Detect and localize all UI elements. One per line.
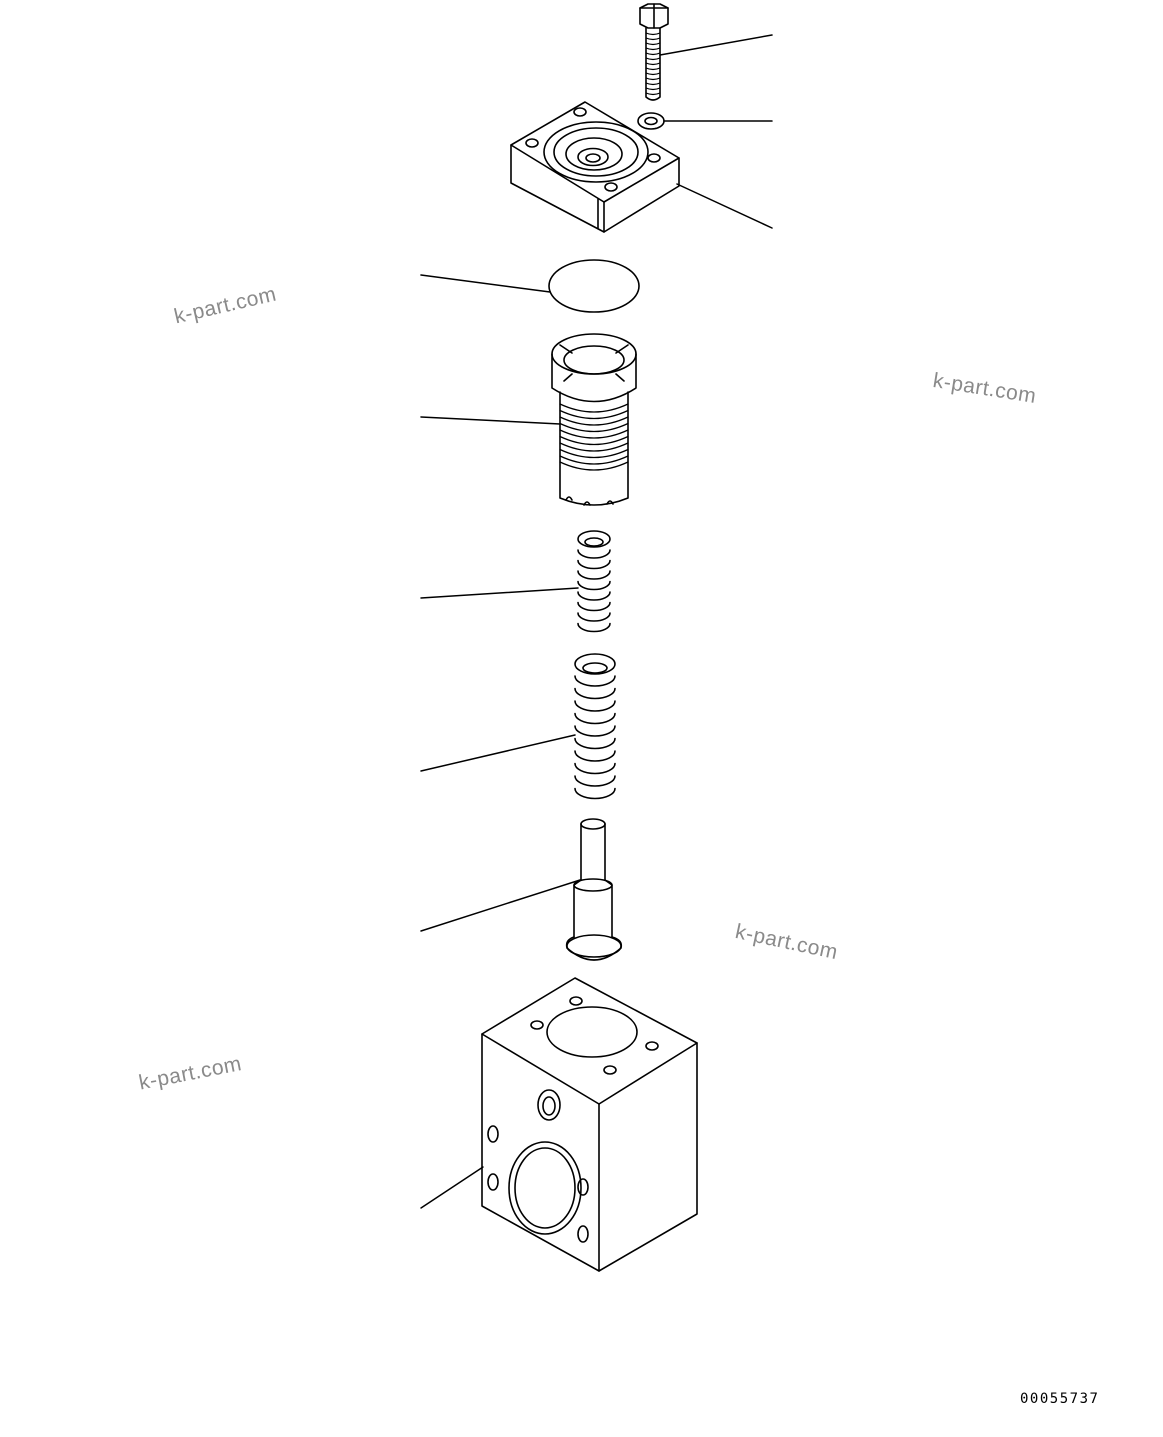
spring-coil (574, 725, 616, 737)
leader-line-inner-spring (420, 587, 579, 599)
bolt-thread (645, 52, 661, 56)
sleeve-thread (559, 429, 629, 439)
leader-line-spool (420, 879, 581, 932)
spring-coil (574, 775, 616, 787)
sleeve-thread (559, 422, 629, 433)
sleeve-thread (559, 409, 629, 420)
spool-icon (565, 818, 623, 961)
o-ring-icon (548, 259, 640, 313)
sleeve-thread (559, 448, 629, 459)
bolt-thread (645, 32, 661, 36)
bolt-icon (639, 3, 669, 101)
spring-coil (574, 675, 616, 687)
threaded-sleeve-icon (551, 333, 637, 506)
bolt-thread (645, 82, 661, 86)
bolt-thread (645, 67, 661, 71)
spring-coil (577, 570, 611, 580)
bolt-thread (645, 47, 661, 51)
leader-line-bolt (659, 34, 773, 56)
drawing-number: 00055737 (1020, 1391, 1100, 1407)
bolt-thread (645, 72, 661, 76)
cover-flange-icon (510, 101, 680, 233)
spring-coil (577, 591, 611, 601)
leader-lines (420, 34, 773, 1209)
spring-coil (577, 612, 611, 622)
leader-line-cover (676, 183, 773, 229)
bolt-thread (645, 42, 661, 46)
spring-coil (577, 559, 611, 570)
spring-coil (574, 737, 616, 750)
bolt-thread (645, 77, 661, 81)
spring-coil (577, 622, 611, 633)
sleeve-thread (559, 442, 629, 452)
spring-coil (577, 549, 611, 559)
spring-coil (574, 750, 616, 762)
spring-coil (574, 762, 616, 775)
washer-icon (637, 112, 665, 130)
leader-line-o-ring (420, 274, 551, 293)
spring-coil (577, 580, 611, 591)
valve-block-icon (481, 977, 698, 1272)
sleeve-thread (559, 435, 629, 446)
spring-coil (577, 601, 611, 612)
sleeve-thread (559, 416, 629, 426)
bolt-thread (645, 87, 661, 91)
bolt-thread (645, 37, 661, 41)
spring-coil (574, 700, 616, 712)
sleeve-thread (559, 461, 629, 471)
coil-spring-icon (574, 653, 616, 800)
spring-coil (574, 787, 616, 800)
coil-spring-icon (577, 530, 611, 633)
spring-coil (574, 712, 616, 725)
bolt-thread (645, 92, 661, 96)
leader-line-valve-body (420, 1166, 484, 1209)
bolt-thread (645, 57, 661, 61)
bolt-thread (645, 62, 661, 66)
leader-line-sleeve (420, 416, 561, 425)
spring-coil (574, 687, 616, 700)
leader-line-outer-spring (420, 734, 576, 772)
sleeve-thread (559, 455, 629, 465)
sleeve-thread (559, 403, 629, 413)
